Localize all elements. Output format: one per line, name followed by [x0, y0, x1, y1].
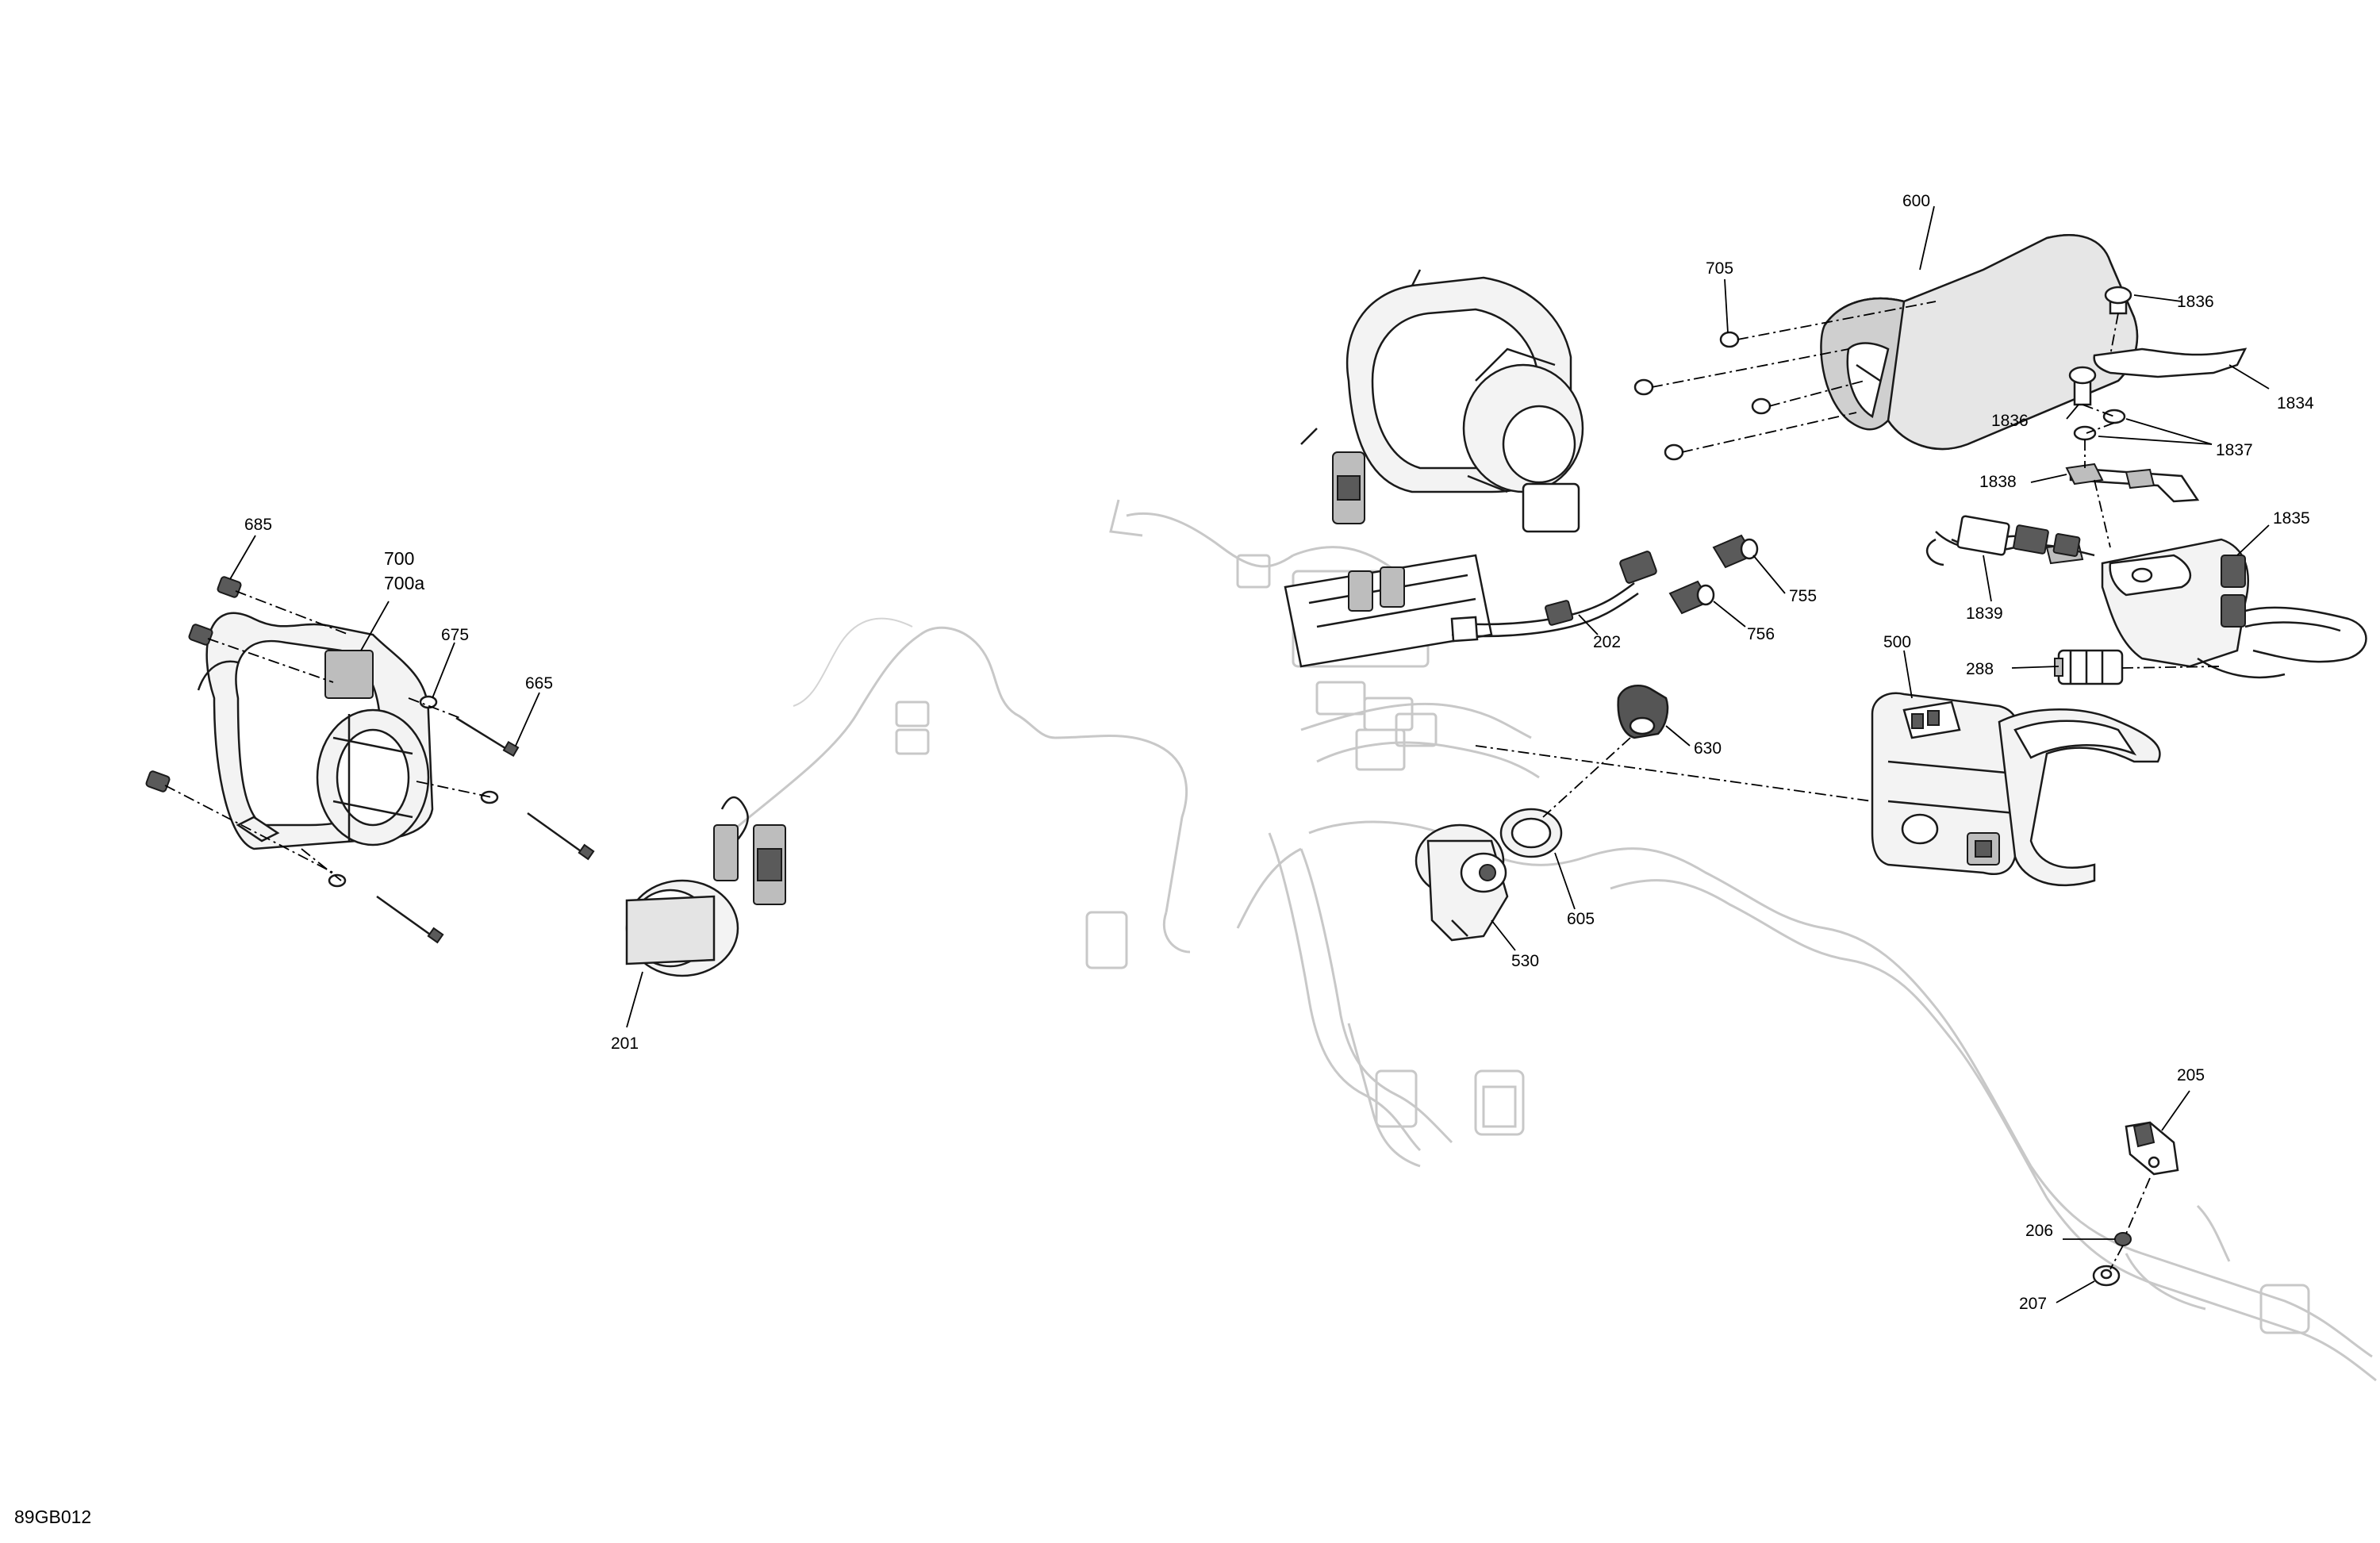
callout-205: 205 [2177, 1066, 2205, 1084]
bracket-hardware [2065, 286, 2248, 503]
callout-700a: 700a [384, 573, 424, 593]
callout-605: 605 [1567, 910, 1595, 928]
clip-205 [2125, 1121, 2179, 1176]
callout-665: 665 [525, 674, 553, 693]
headlight-center [1284, 269, 1584, 668]
callout-530: 530 [1511, 952, 1539, 970]
callout-500: 500 [1883, 633, 1911, 651]
callout-1837: 1837 [2216, 441, 2253, 459]
switch-1835 [1951, 535, 2367, 679]
callout-700: 700 [384, 548, 414, 569]
bolt-665-set [328, 695, 595, 944]
callout-201: 201 [611, 1034, 639, 1053]
screw-206 [2114, 1232, 2132, 1246]
screw-705-set [1633, 331, 1772, 461]
washer-207 [2092, 1265, 2121, 1287]
callout-1839: 1839 [1966, 605, 2003, 623]
callout-202: 202 [1593, 633, 1621, 651]
callout-705: 705 [1706, 259, 1733, 278]
callout-206: 206 [2025, 1222, 2053, 1240]
ring-605 [1499, 808, 1563, 858]
assembly-lines [164, 301, 2222, 1270]
headlight-left [197, 612, 434, 850]
callout-630: 630 [1694, 739, 1722, 758]
bulb-201 [625, 796, 786, 977]
plug-756 [1668, 580, 1715, 615]
callout-labels: 600 705 1836 1834 1836 1837 1838 1835 18… [14, 192, 2314, 1527]
callout-1836-mid: 1836 [1991, 412, 2029, 430]
callout-756: 756 [1747, 625, 1775, 643]
callout-675: 675 [441, 626, 469, 644]
screw-685-set [145, 576, 242, 793]
connector-288 [2054, 649, 2124, 685]
harness-202 [1450, 551, 1657, 643]
ignition-530 [1415, 823, 1509, 942]
callout-1838: 1838 [1979, 473, 2017, 491]
module-500 [1871, 692, 2161, 887]
harness-1839 [1926, 515, 2095, 566]
callout-1834: 1834 [2277, 394, 2314, 413]
callout-207: 207 [2019, 1295, 2047, 1313]
callout-755: 755 [1789, 587, 1817, 605]
leader-lines [229, 205, 2270, 1303]
diagram-code: 89GB012 [14, 1507, 91, 1527]
callout-685: 685 [244, 516, 272, 534]
callout-1835: 1835 [2273, 509, 2310, 528]
callout-600: 600 [1902, 192, 1930, 210]
gauge-cover-600 [1820, 234, 2139, 451]
plug-755 [1712, 534, 1759, 569]
switch-630 [1617, 685, 1669, 739]
callout-288: 288 [1966, 660, 1994, 678]
callout-1836-top: 1836 [2177, 293, 2214, 311]
